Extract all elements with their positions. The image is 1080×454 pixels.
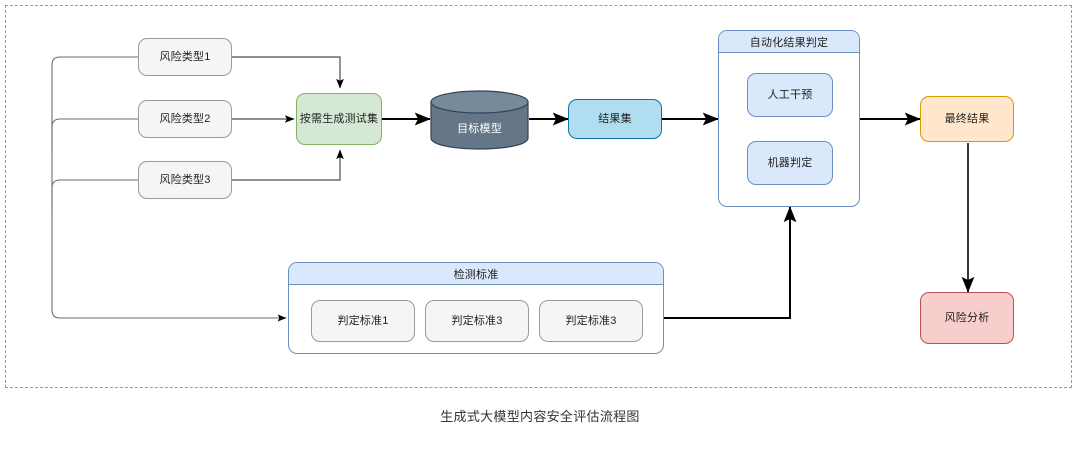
node-risk-analysis-label: 风险分析 — [944, 311, 990, 324]
node-criteria-3[interactable]: 判定标准3 — [539, 300, 643, 342]
node-criteria-2[interactable]: 判定标准3 — [425, 300, 529, 342]
node-risk-analysis[interactable]: 风险分析 — [920, 292, 1014, 344]
node-machine-judgement-label: 机器判定 — [767, 156, 813, 169]
node-generate-testset[interactable]: 按需生成测试集 — [296, 93, 382, 145]
node-risk-type-3[interactable]: 风险类型3 — [138, 161, 232, 199]
node-final-result-label: 最终结果 — [944, 112, 990, 125]
cylinder-shape — [430, 90, 529, 150]
node-result-set[interactable]: 结果集 — [568, 99, 662, 139]
container-detection-standard-title: 检测标准 — [289, 263, 663, 285]
node-criteria-3-label: 判定标准3 — [565, 314, 617, 327]
node-criteria-1[interactable]: 判定标准1 — [311, 300, 415, 342]
node-risk-type-1-label: 风险类型1 — [159, 50, 211, 63]
node-risk-type-1[interactable]: 风险类型1 — [138, 38, 232, 76]
node-target-model-label: 目标模型 — [457, 123, 502, 135]
node-manual-intervention[interactable]: 人工干预 — [747, 73, 833, 117]
node-generate-testset-label: 按需生成测试集 — [299, 112, 379, 125]
node-target-model[interactable]: 目标模型 — [430, 90, 529, 150]
container-auto-judgement-title: 自动化结果判定 — [719, 31, 859, 53]
node-manual-intervention-label: 人工干预 — [767, 88, 813, 101]
figure-caption: 生成式大模型内容安全评估流程图 — [440, 409, 640, 424]
diagram-dashed-frame — [5, 5, 1072, 388]
node-risk-type-2[interactable]: 风险类型2 — [138, 100, 232, 138]
node-risk-type-2-label: 风险类型2 — [159, 112, 211, 125]
node-criteria-2-label: 判定标准3 — [451, 314, 503, 327]
container-detection-standard[interactable]: 检测标准 判定标准1 判定标准3 判定标准3 — [288, 262, 664, 354]
node-final-result[interactable]: 最终结果 — [920, 96, 1014, 142]
node-result-set-label: 结果集 — [598, 112, 632, 125]
container-auto-judgement[interactable]: 自动化结果判定 人工干预 机器判定 — [718, 30, 860, 207]
node-machine-judgement[interactable]: 机器判定 — [747, 141, 833, 185]
node-criteria-1-label: 判定标准1 — [337, 314, 389, 327]
node-risk-type-3-label: 风险类型3 — [159, 173, 211, 186]
